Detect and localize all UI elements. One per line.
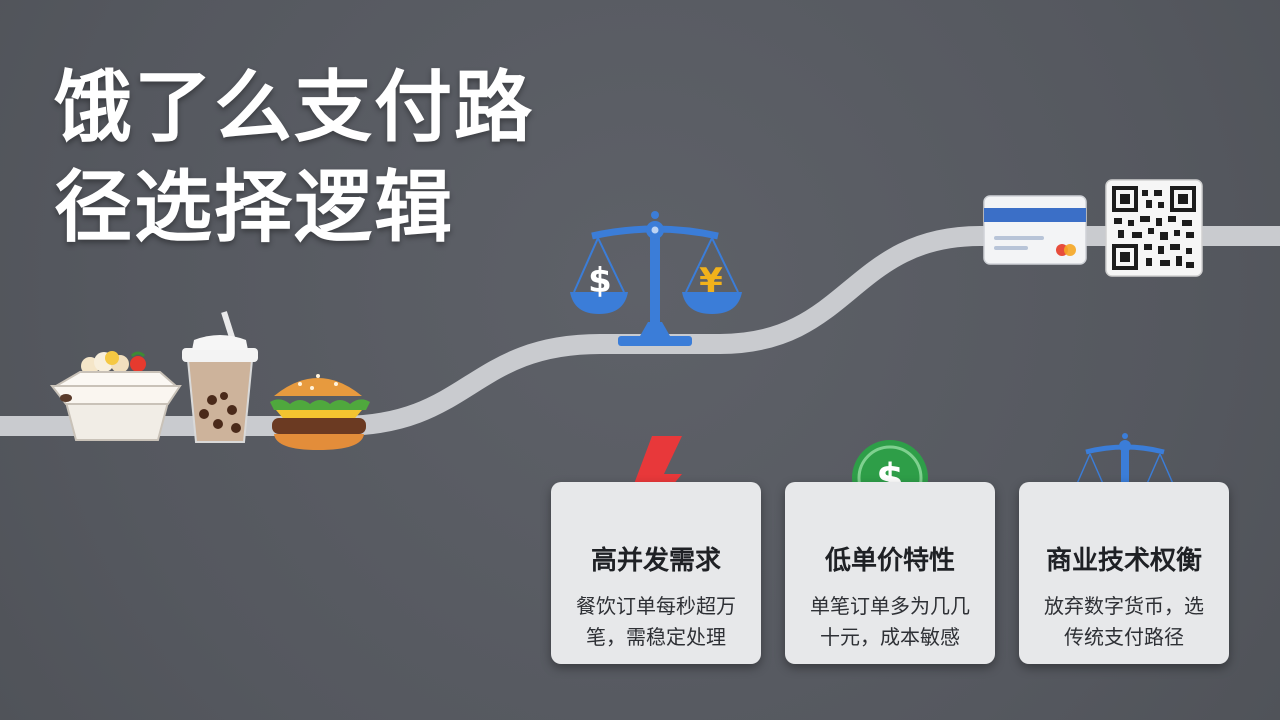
card-business-tradeoff: 商业技术权衡 放弃数字货币，选传统支付路径 xyxy=(1019,482,1229,664)
qr-code-icon xyxy=(1105,179,1203,277)
food-box-icon xyxy=(49,351,182,441)
card-title: 低单价特性 xyxy=(824,546,955,576)
burger-icon xyxy=(270,374,370,450)
lightning-icon xyxy=(634,436,682,522)
scale-yen-symbol: ¥ xyxy=(699,261,723,301)
card-description: 餐饮订单每秒超万笔，需稳定处理 xyxy=(576,594,736,649)
title-line-2: 径选择逻辑 xyxy=(54,163,455,253)
big-balance-scale-icon: $ ¥ xyxy=(570,211,742,346)
page-title: 饿了么支付路 径选择逻辑 xyxy=(54,58,614,258)
title-line-1: 饿了么支付路 xyxy=(54,63,535,153)
card-title: 高并发需求 xyxy=(590,546,721,576)
bank-card-icon xyxy=(983,195,1087,265)
card-title: 商业技术权衡 xyxy=(1045,546,1202,576)
scale-dollar-symbol: $ xyxy=(588,261,612,301)
card-high-concurrency: 高并发需求 餐饮订单每秒超万笔，需稳定处理 xyxy=(551,482,761,664)
payment-path xyxy=(0,226,1280,436)
card-low-unit-price: 低单价特性 单笔订单多为几几十元，成本敏感 xyxy=(785,482,995,664)
card-description: 放弃数字货币，选传统支付路径 xyxy=(1044,594,1204,649)
bubble-tea-icon xyxy=(182,311,258,443)
card-description: 单笔订单多为几几十元，成本敏感 xyxy=(810,594,970,649)
